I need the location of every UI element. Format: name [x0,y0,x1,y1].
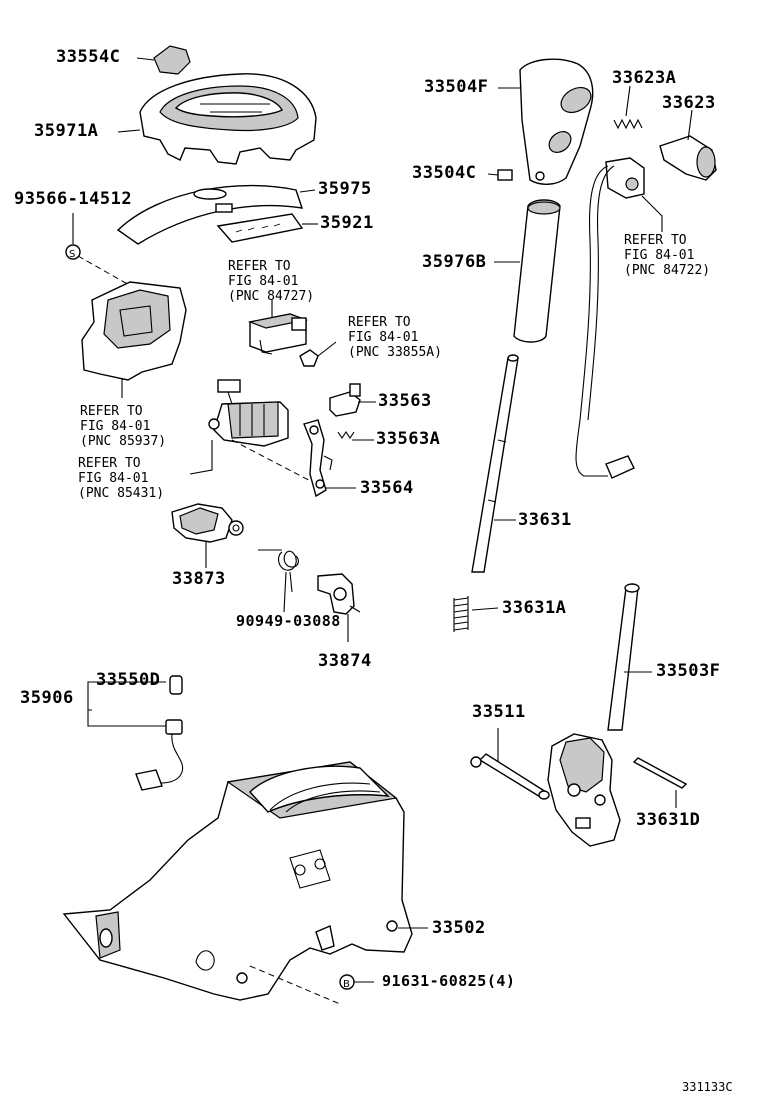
label-35906[interactable]: 35906 [20,688,74,708]
part-switch-84727[interactable] [247,313,309,355]
part-33631D-pin[interactable] [632,757,688,789]
symbol-b-text: B [343,979,350,990]
label-33563[interactable]: 33563 [378,391,432,411]
ref-85431-line3: (PNC 85431) [78,486,165,501]
part-bracket-85937[interactable] [81,281,187,381]
ref-84722-line1: REFER TO [624,233,687,248]
label-33873[interactable]: 33873 [172,569,226,589]
figure-id: 331133C [682,1080,733,1094]
part-33874[interactable] [317,573,361,615]
ref-84722-line3: (PNC 84722) [624,263,711,278]
label-33503F[interactable]: 33503F [656,661,721,681]
ref-84727-line1: REFER TO [228,259,291,274]
ref-84727-line3: (PNC 84727) [228,289,315,304]
part-33504F-knob[interactable] [519,58,595,185]
part-33631A-spring[interactable] [453,596,469,632]
ref-note-85431[interactable]: REFER TO FIG 84-01 (PNC 85431) [78,456,164,501]
ref-85937-line1: REFER TO [80,404,143,419]
part-33563[interactable] [329,383,361,417]
part-switch-84722[interactable] [575,157,645,479]
label-33504F[interactable]: 33504F [424,77,489,97]
part-33554C-cap[interactable] [153,45,191,75]
part-33623-button[interactable] [659,135,717,181]
part-33550D-harness[interactable] [135,675,184,791]
part-33503F-lever[interactable] [547,583,640,847]
symbol-s-text: S [69,249,75,260]
part-33623A-spring[interactable] [613,118,643,130]
ref-note-85937[interactable]: REFER TO FIG 84-01 (PNC 85937) [80,404,166,449]
ref-note-84727[interactable]: REFER TO FIG 84-01 (PNC 84727) [228,259,314,304]
ref-85431-line2: FIG 84-01 [78,471,149,486]
part-35971A-housing[interactable] [139,73,317,165]
ref-85937-line2: FIG 84-01 [80,419,151,434]
part-33504C-screw[interactable] [487,169,513,181]
label-33511[interactable]: 33511 [472,702,526,722]
label-33631D[interactable]: 33631D [636,810,701,830]
part-35921-plate[interactable] [216,213,304,243]
label-35975[interactable]: 35975 [318,179,372,199]
part-33563A-spring[interactable] [337,431,355,439]
symbol-s-marker [65,244,81,260]
part-bulb-33855A[interactable] [299,349,319,367]
ref-33855A-line3: (PNC 33855A) [348,345,442,360]
label-33874[interactable]: 33874 [318,651,372,671]
part-33631-rod[interactable] [471,354,519,573]
ref-84727-line2: FIG 84-01 [228,274,299,289]
part-90949-spring[interactable] [258,549,299,593]
label-91631-60825[interactable]: 91631-60825(4) [382,972,516,990]
ref-note-84722[interactable]: REFER TO FIG 84-01 (PNC 84722) [624,233,710,278]
part-33502-bracket[interactable] [62,761,413,1001]
label-35971A[interactable]: 35971A [34,121,99,141]
part-35975-cover[interactable] [116,184,304,245]
label-93566-14512[interactable]: 93566-14512 [14,189,133,209]
label-90949-03088[interactable]: 90949-03088 [236,612,341,630]
label-33623A[interactable]: 33623A [612,68,677,88]
part-33511-pin[interactable] [470,753,550,800]
label-35921[interactable]: 35921 [320,213,374,233]
label-35976B[interactable]: 35976B [422,252,487,272]
part-35976B-sleeve[interactable] [513,199,561,343]
part-33564-lever[interactable] [303,419,333,498]
ref-33855A-line2: FIG 84-01 [348,330,419,345]
part-solenoid-85431[interactable] [208,379,289,447]
ref-84722-line2: FIG 84-01 [624,248,695,263]
part-33873-actuator[interactable] [171,503,244,543]
ref-note-33855A[interactable]: REFER TO FIG 84-01 (PNC 33855A) [348,315,442,360]
label-33504C[interactable]: 33504C [412,163,477,183]
label-33564[interactable]: 33564 [360,478,414,498]
label-33563A[interactable]: 33563A [376,429,441,449]
label-33631[interactable]: 33631 [518,510,572,530]
ref-85431-line1: REFER TO [78,456,141,471]
label-33550D[interactable]: 33550D [96,670,161,690]
label-33502[interactable]: 33502 [432,918,486,938]
ref-85937-line3: (PNC 85937) [80,434,167,449]
label-33554C[interactable]: 33554C [56,47,121,67]
label-33623[interactable]: 33623 [662,93,716,113]
label-33631A[interactable]: 33631A [502,598,567,618]
ref-33855A-line1: REFER TO [348,315,411,330]
